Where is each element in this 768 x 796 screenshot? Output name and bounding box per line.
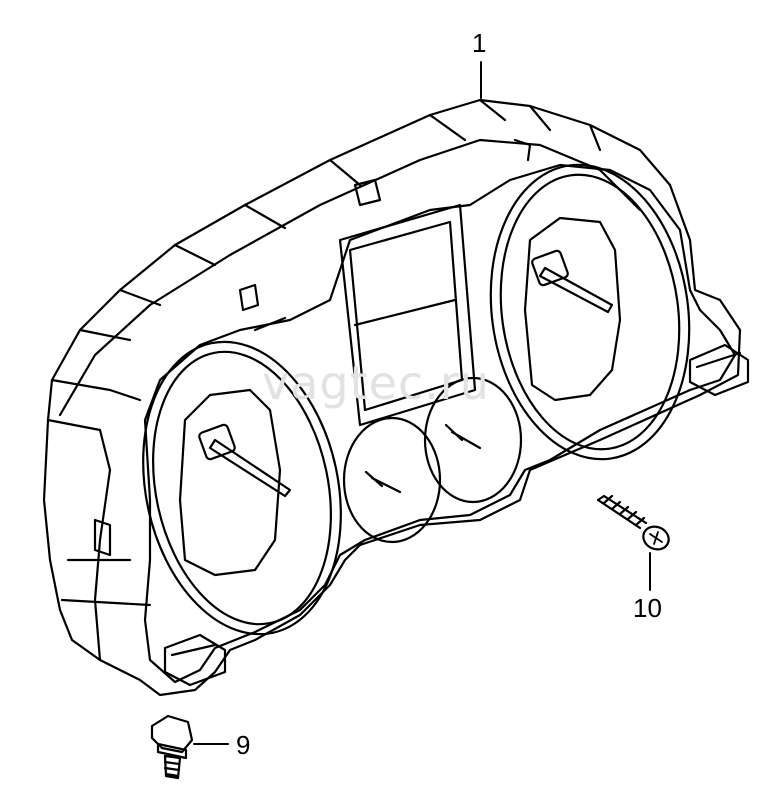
mounting-tab-right: [688, 343, 750, 397]
left-dial-hub: [198, 423, 236, 461]
housing-inner-rim: [58, 138, 642, 417]
right-dial-face: [523, 216, 622, 402]
left-dial-bezel: [142, 340, 342, 636]
left-dial-face: [178, 388, 282, 577]
small-gauge-right: [423, 376, 523, 504]
right-dial-hub: [531, 249, 569, 287]
housing-top-ribs: [118, 98, 602, 307]
housing-clips: [93, 138, 532, 557]
callout-10: 10: [633, 593, 662, 623]
clip-stud: [163, 754, 182, 780]
screw-head-cross: [649, 531, 663, 545]
clip-flange: [156, 742, 188, 760]
cluster-housing-outline: [42, 98, 742, 697]
right-dial-bezel: [489, 163, 691, 461]
clip: [150, 714, 194, 780]
housing-side-panels: [46, 328, 152, 662]
screw-head: [642, 525, 670, 551]
left-dial-ring: [152, 350, 332, 626]
small-gauge-left: [342, 416, 442, 544]
center-display-window: [338, 203, 477, 427]
watermark: vagtec.ru: [262, 356, 490, 410]
callout-1: 1: [472, 28, 487, 58]
left-dial-needle: [208, 438, 292, 498]
tapping-screw: [596, 494, 670, 551]
right-dial-needle: [538, 266, 614, 314]
callout-9: 9: [236, 730, 251, 760]
small-gauge-right-needle: [444, 423, 482, 450]
screw-threads: [602, 494, 646, 527]
mounting-tab-left: [163, 633, 227, 687]
right-dial-ring: [499, 173, 681, 451]
instrument-cluster: [42, 98, 750, 697]
small-gauge-left-needle: [364, 470, 402, 494]
clip-body: [150, 714, 194, 754]
